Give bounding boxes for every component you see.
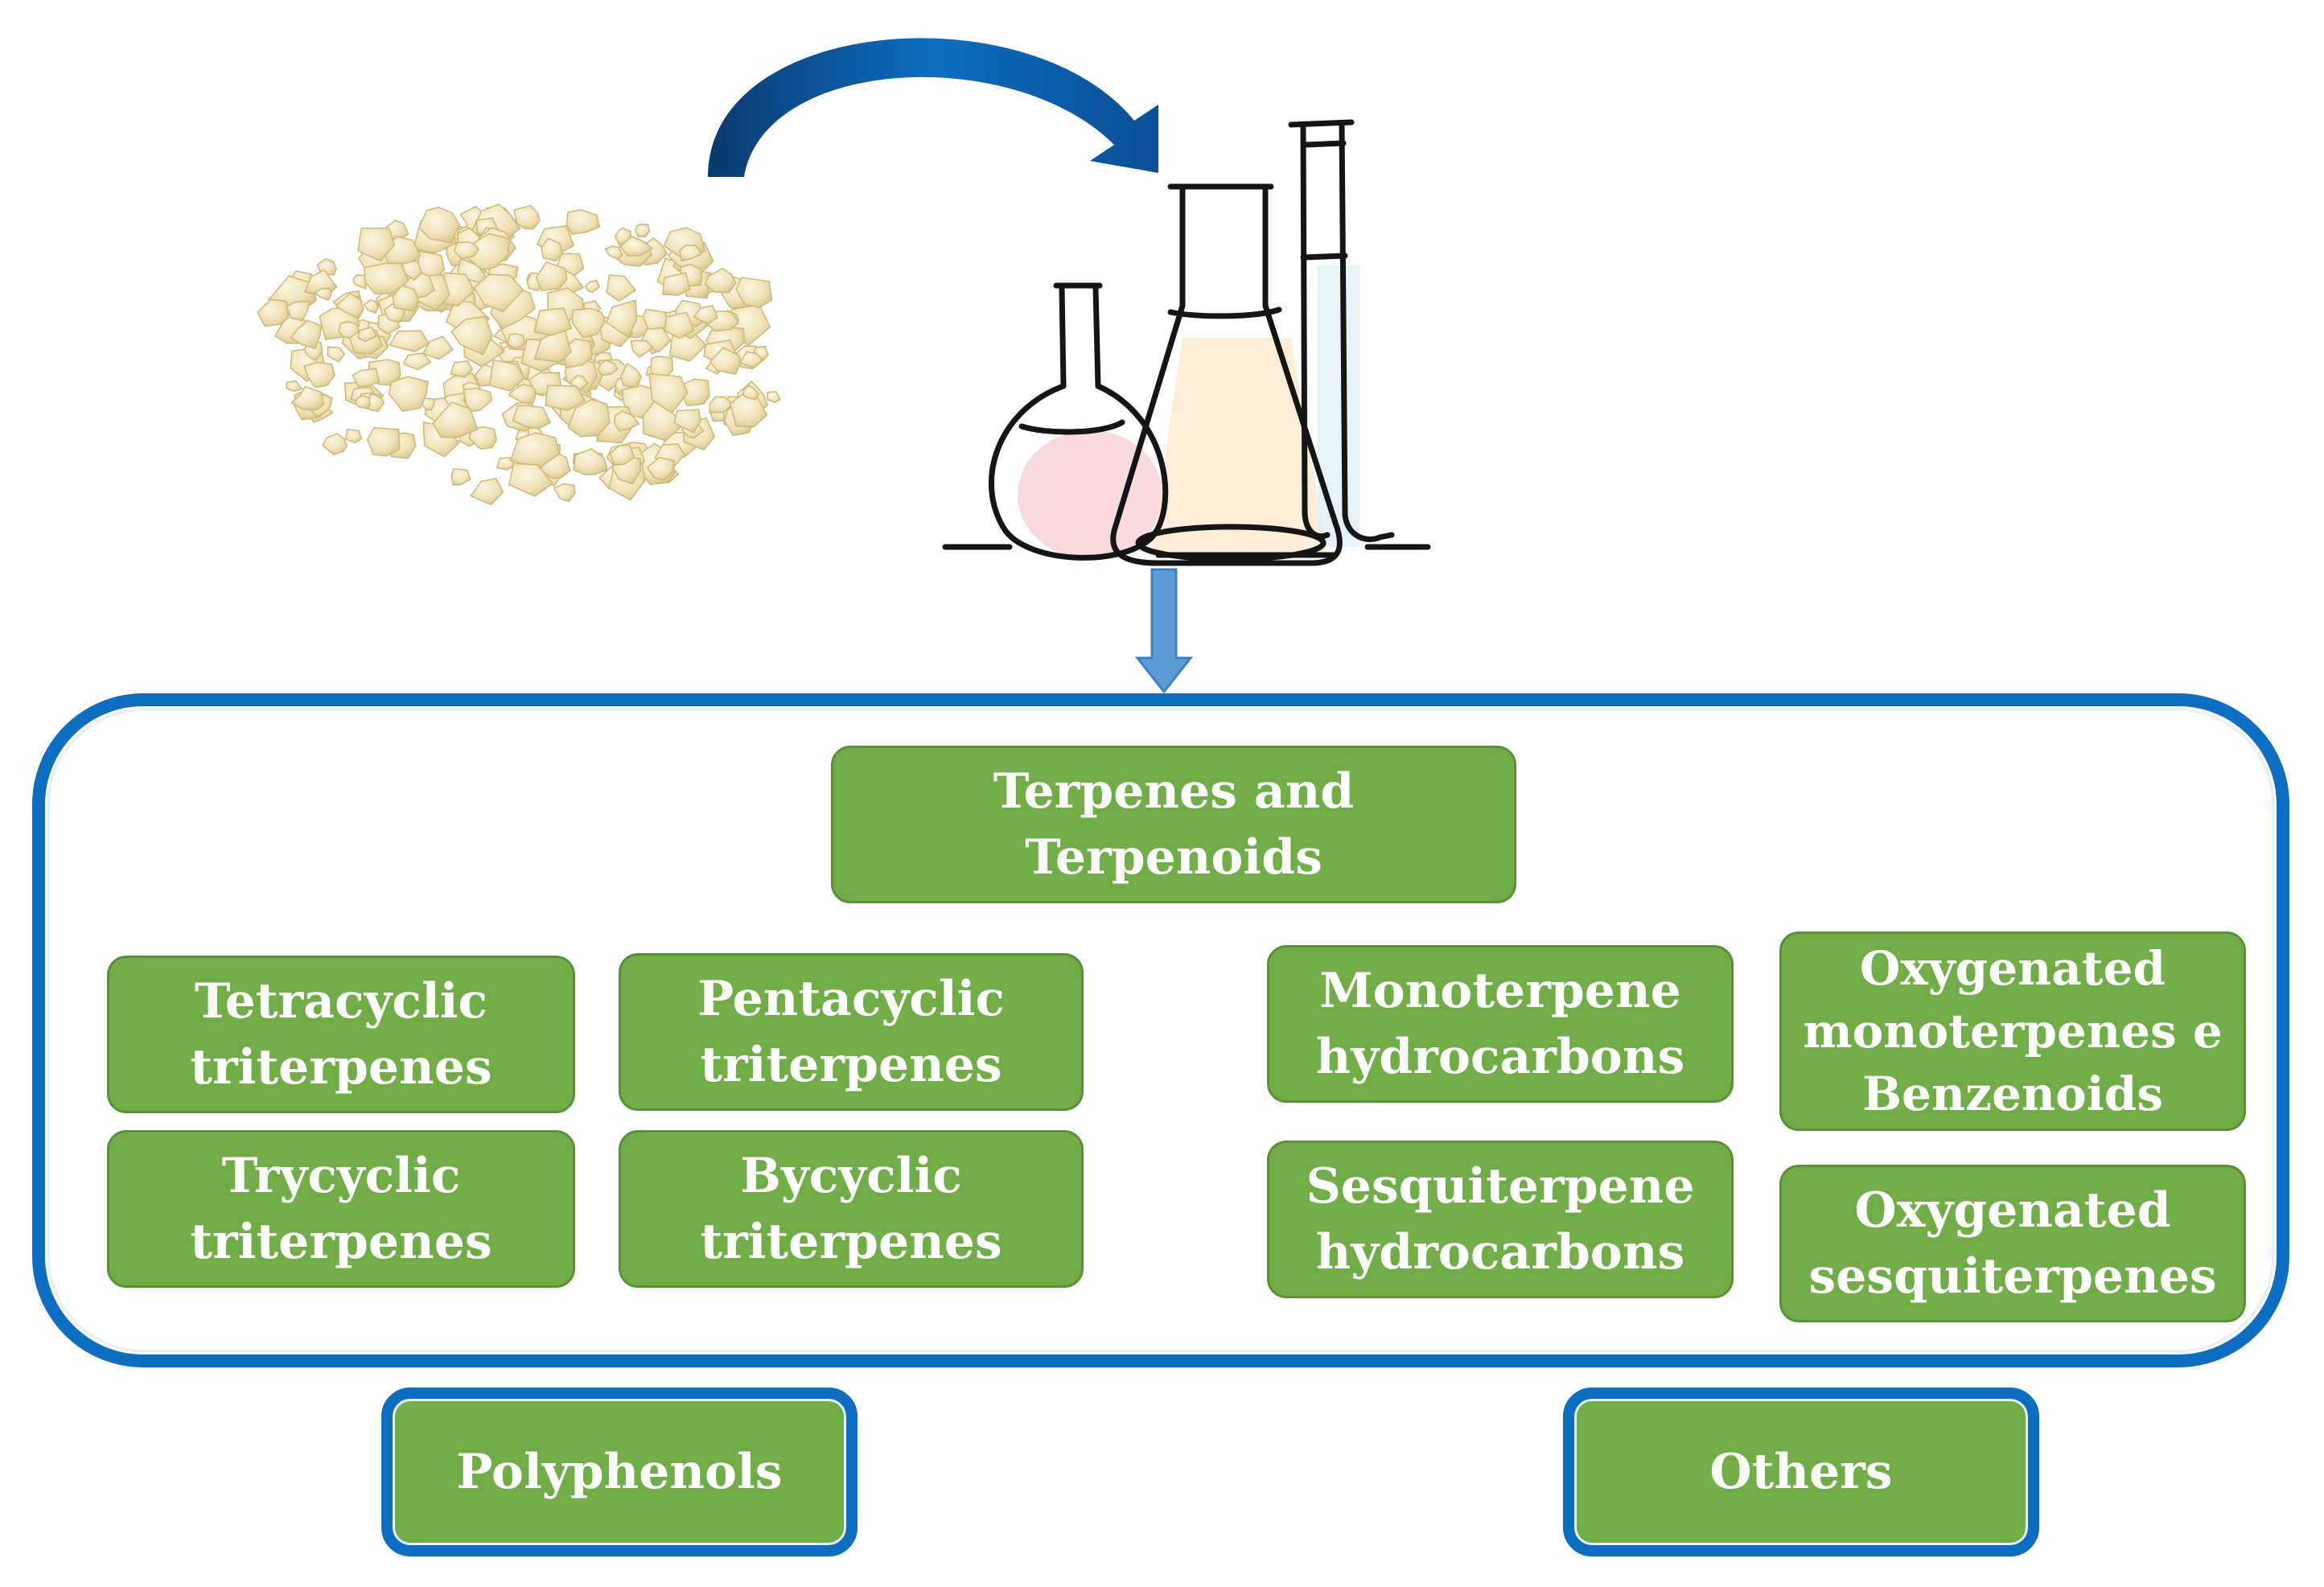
- resin-granule: [257, 298, 290, 327]
- resin-granule: [541, 237, 564, 262]
- polyphenols-box: Polyphenols: [381, 1388, 858, 1556]
- bycyclic-triterpenes-box: Bycyclic triterpenes: [619, 1130, 1084, 1288]
- resin-granule: [567, 398, 611, 438]
- resin-granule: [290, 319, 323, 350]
- resin-granule: [566, 209, 601, 236]
- resin-granule: [664, 311, 695, 339]
- resin-granule: [290, 385, 325, 411]
- resin-granule: [597, 359, 619, 376]
- resin-granule: [512, 405, 552, 430]
- resin-granule: [742, 384, 760, 401]
- resin-granule: [335, 292, 364, 320]
- resin-granule: [605, 299, 638, 339]
- pentacyclic-triterpenes-box: Pentacyclic triterpenes: [619, 953, 1084, 1111]
- resin-granule: [468, 426, 498, 450]
- resin-granule: [418, 207, 460, 244]
- resin-granule: [450, 467, 471, 486]
- resin-granule: [635, 223, 651, 238]
- resin-granule: [470, 477, 504, 506]
- resin-granule: [533, 327, 572, 363]
- resin-granule: [392, 285, 419, 312]
- resin-granule: [327, 346, 346, 363]
- resin-granule: [388, 376, 429, 413]
- resin-granule: [507, 333, 526, 350]
- resin-granule: [473, 273, 524, 313]
- resin-granule: [584, 279, 601, 294]
- sesquiterpene-hydrocarbons-box: Sesquiterpene hydrocarbons: [1267, 1141, 1734, 1298]
- resin-granule: [389, 330, 430, 352]
- resin-granule: [422, 335, 455, 360]
- resin-granule: [609, 444, 636, 467]
- resin-granule: [735, 277, 773, 309]
- resin-granule: [432, 401, 479, 438]
- tetracyclic-triterpenes-box: Tetracyclic triterpenes: [107, 956, 575, 1113]
- resin-granule: [668, 331, 707, 362]
- resin-granule: [646, 456, 675, 481]
- down-arrow-icon: [1134, 568, 1194, 694]
- lab-glassware-icon: [942, 119, 1431, 566]
- resin-granule: [535, 261, 568, 292]
- resin-granule: [354, 394, 371, 409]
- resin-granule: [704, 267, 737, 294]
- resin-granule: [356, 326, 378, 343]
- resin-granule: [303, 361, 335, 389]
- oxygenated-sesquiterpenes-box: Oxygenated sesquiterpenes: [1779, 1165, 2246, 1322]
- terpenes-and-terpenoids-box: Terpenes and Terpenoids: [831, 746, 1516, 903]
- resin-granule: [453, 241, 479, 260]
- others-box: Others: [1563, 1388, 2039, 1556]
- resin-granule: [533, 307, 573, 336]
- resin-granule: [286, 380, 303, 393]
- resin-granule: [508, 463, 554, 497]
- resin-granule: [363, 299, 379, 315]
- resin-granule: [630, 339, 654, 359]
- resin-granule: [619, 236, 654, 257]
- resin-granule: [573, 448, 609, 475]
- curved-arrow-icon: [708, 38, 1158, 177]
- terpenes-group-frame: [32, 693, 2289, 1367]
- resin-granule: [709, 396, 734, 413]
- trycyclic-triterpenes-box: Trycyclic triterpenes: [107, 1130, 575, 1288]
- resin-granule: [571, 307, 606, 339]
- resin-granule: [738, 351, 764, 368]
- resin-granule: [661, 272, 691, 296]
- resin-granule: [512, 204, 541, 230]
- resin-granule: [366, 426, 401, 457]
- resin-granule: [729, 393, 768, 428]
- resin-granule: [344, 429, 363, 444]
- resin-granule: [402, 352, 432, 371]
- oxygenated-monoterpenes-box: Oxygenated monoterpenes e Benzenoids: [1779, 931, 2246, 1131]
- resin-granule: [352, 368, 380, 388]
- monoterpene-hydrocarbons-box: Monoterpene hydrocarbons: [1267, 945, 1734, 1103]
- resin-granule: [322, 432, 348, 456]
- resin-granules-icon: [257, 204, 782, 506]
- resin-granule: [693, 304, 719, 325]
- resin-granule: [450, 360, 474, 378]
- resin-granule: [357, 227, 396, 262]
- resin-granule: [620, 362, 642, 389]
- resin-granule: [709, 347, 741, 376]
- resin-granule: [488, 359, 525, 393]
- resin-granule: [648, 372, 689, 414]
- resin-granule: [313, 287, 332, 302]
- resin-granule: [673, 409, 701, 434]
- resin-granule: [364, 262, 409, 295]
- resin-granule: [767, 390, 782, 404]
- resin-granule: [679, 244, 703, 262]
- resin-granule: [613, 410, 640, 432]
- resin-granule: [545, 384, 586, 412]
- resin-granule: [463, 387, 493, 413]
- resin-granule: [553, 483, 576, 503]
- resin-granule: [604, 245, 623, 261]
- resin-granule: [450, 315, 493, 356]
- resin-granule: [606, 274, 636, 302]
- resin-granule: [286, 300, 311, 322]
